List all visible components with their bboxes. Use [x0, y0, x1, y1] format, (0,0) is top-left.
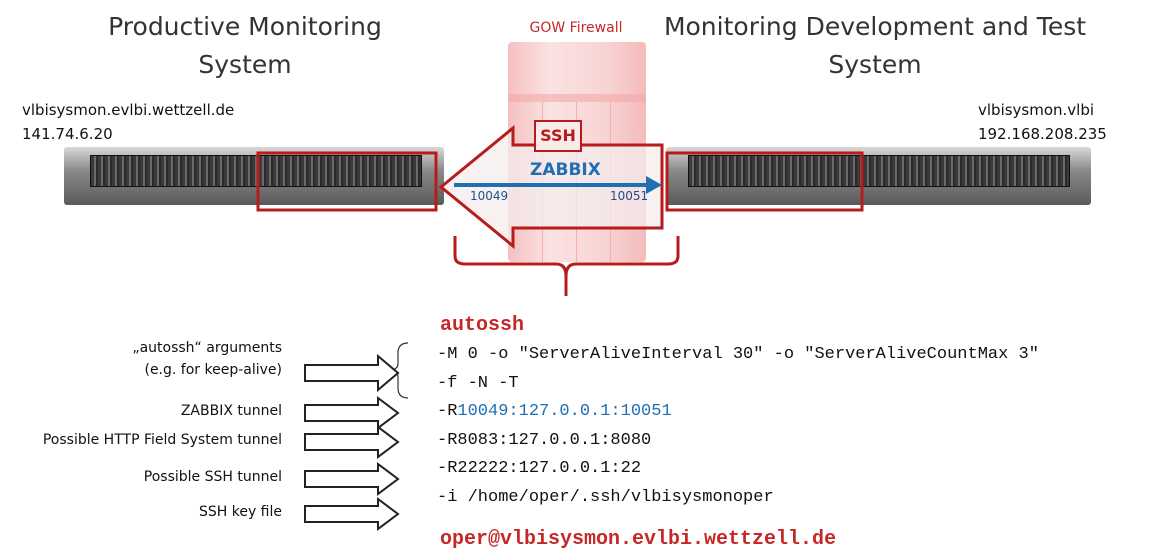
- right-title-line-1: Monitoring Development and Test: [663, 12, 1087, 41]
- label-autossh-arguments-line1: „autossh“ arguments: [132, 340, 282, 356]
- zabbix-forward-prefix: -R: [437, 402, 458, 421]
- firewall-band: [508, 94, 646, 102]
- firewall-label: GOW Firewall: [529, 20, 623, 36]
- command-line-keyfile: -i /home/oper/.ssh/vlbisysmonoper: [437, 487, 774, 507]
- zabbix-forward-spec: 10049:127.0.0.1:10051: [457, 402, 672, 421]
- label-autossh-arguments: „autossh“ arguments (e.g. for keep-alive…: [132, 337, 282, 381]
- arrow-ssh-key-file: [304, 497, 400, 531]
- left-server-highlight: [256, 151, 438, 212]
- ssh-label: SSH: [540, 126, 576, 145]
- label-ssh-key-file: SSH key file: [198, 504, 282, 520]
- left-hostname: vlbisysmon.evlbi.wettzell.de: [22, 101, 235, 119]
- label-http-tunnel: Possible HTTP Field System tunnel: [42, 432, 282, 448]
- arrow-ssh-tunnel: [304, 462, 400, 496]
- left-title-line-2: System: [198, 50, 292, 79]
- right-host-info: vlbisysmon.vlbi 192.168.208.235: [978, 98, 1107, 146]
- left-title-line-1: Productive Monitoring: [108, 12, 382, 41]
- right-host-ip: 192.168.208.235: [978, 125, 1107, 143]
- autossh-command-head: autossh: [440, 314, 525, 337]
- left-host-info: vlbisysmon.evlbi.wettzell.de 141.74.6.20: [22, 98, 234, 146]
- label-zabbix-tunnel: ZABBIX tunnel: [180, 403, 282, 419]
- command-line-flags: -f -N -T: [437, 373, 519, 393]
- tunnel-brace: [453, 236, 680, 296]
- label-autossh-arguments-line2: (e.g. for keep-alive): [144, 362, 282, 378]
- right-title-line-2: System: [828, 50, 922, 79]
- zabbix-arrow-head: [646, 176, 662, 194]
- right-server-bays: [688, 155, 1070, 187]
- left-system-title: Productive Monitoring System: [80, 8, 410, 84]
- right-hostname: vlbisysmon.vlbi: [978, 101, 1095, 119]
- autossh-command-target: oper@vlbisysmon.evlbi.wettzell.de: [440, 528, 837, 551]
- command-lines: -M 0 -o "ServerAliveInterval 30" -o "Ser…: [437, 341, 1039, 512]
- arrow-zabbix-tunnel: [304, 396, 400, 430]
- command-line-keepalive: -M 0 -o "ServerAliveInterval 30" -o "Ser…: [437, 345, 1039, 364]
- right-server-image: [666, 147, 1091, 205]
- command-line-ssh: -R22222:127.0.0.1:22: [437, 459, 642, 478]
- ssh-label-box: SSH: [534, 120, 582, 152]
- label-ssh-tunnel: Possible SSH tunnel: [143, 469, 282, 485]
- arrow-http-tunnel: [304, 425, 400, 459]
- command-line-http: -R8083:127.0.0.1:8080: [437, 430, 652, 450]
- right-server-highlight: [665, 151, 864, 212]
- arrow-autossh-args: [304, 353, 400, 393]
- right-system-title: Monitoring Development and Test System: [660, 8, 1090, 84]
- command-line-zabbix: -R10049:127.0.0.1:10051: [437, 398, 1039, 427]
- right-port-label: 10051: [610, 189, 649, 203]
- zabbix-label: ZABBIX: [530, 160, 601, 180]
- left-host-ip: 141.74.6.20: [22, 125, 113, 143]
- left-server-image: [64, 147, 444, 205]
- left-port-label: 10049: [470, 189, 509, 203]
- left-server-bays: [90, 155, 422, 187]
